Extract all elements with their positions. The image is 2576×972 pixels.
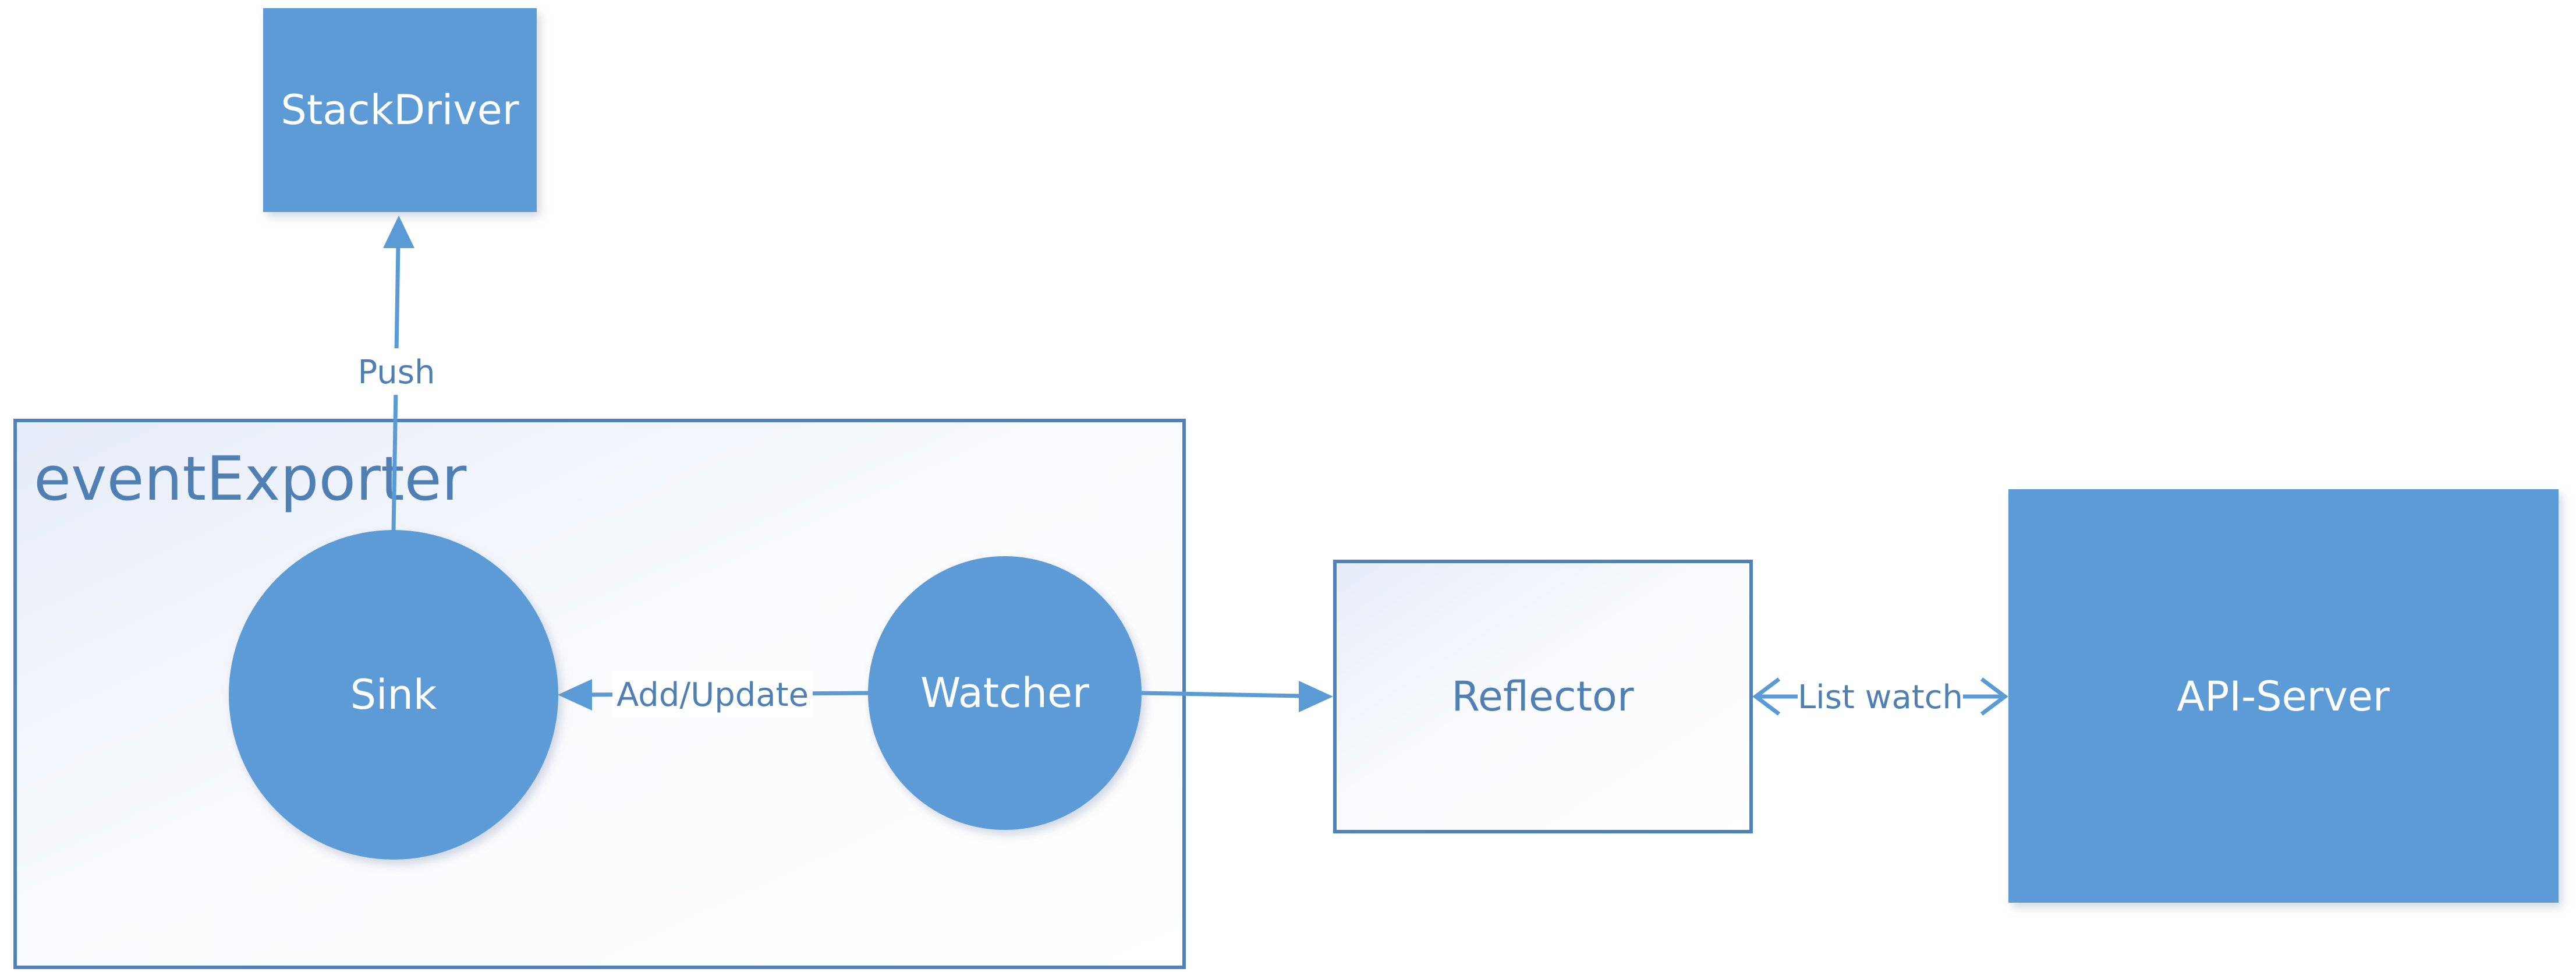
event-exporter-label: eventExporter xyxy=(34,443,467,514)
list-watch-label-background xyxy=(1798,673,1963,720)
list-watch-label: List watch xyxy=(1798,678,1963,716)
add-update-edge: Add/Update xyxy=(558,671,869,717)
push-label-background xyxy=(352,348,441,395)
add-update-label-background xyxy=(612,671,813,717)
add-update-label: Add/Update xyxy=(616,676,809,714)
sink-node: Sink xyxy=(229,530,558,860)
list-watch-arrowhead-left xyxy=(1752,677,1781,716)
stackdriver-node: StackDriver xyxy=(263,8,537,212)
api-server-node: API-Server xyxy=(2008,489,2559,903)
add-update-arrowhead xyxy=(558,679,592,711)
watcher-reflector-edge xyxy=(1141,681,1333,712)
push-arrowhead xyxy=(383,215,414,248)
reflector-node: Reflector xyxy=(1333,560,1753,833)
watcher-reflector-edge-line xyxy=(1141,691,1302,698)
list-watch-edge: List watch xyxy=(1752,673,2008,720)
list-watch-arrowhead-right xyxy=(1980,677,2008,716)
reflector-label: Reflector xyxy=(1451,673,1634,720)
push-label: Push xyxy=(358,354,435,391)
sink-label: Sink xyxy=(350,671,437,719)
stackdriver-label: StackDriver xyxy=(281,86,519,134)
api-server-label: API-Server xyxy=(2177,673,2390,720)
watcher-node: Watcher xyxy=(868,556,1142,830)
watcher-label: Watcher xyxy=(920,669,1089,717)
watcher-reflector-arrowhead xyxy=(1299,681,1333,712)
push-edge: Push xyxy=(352,215,441,532)
